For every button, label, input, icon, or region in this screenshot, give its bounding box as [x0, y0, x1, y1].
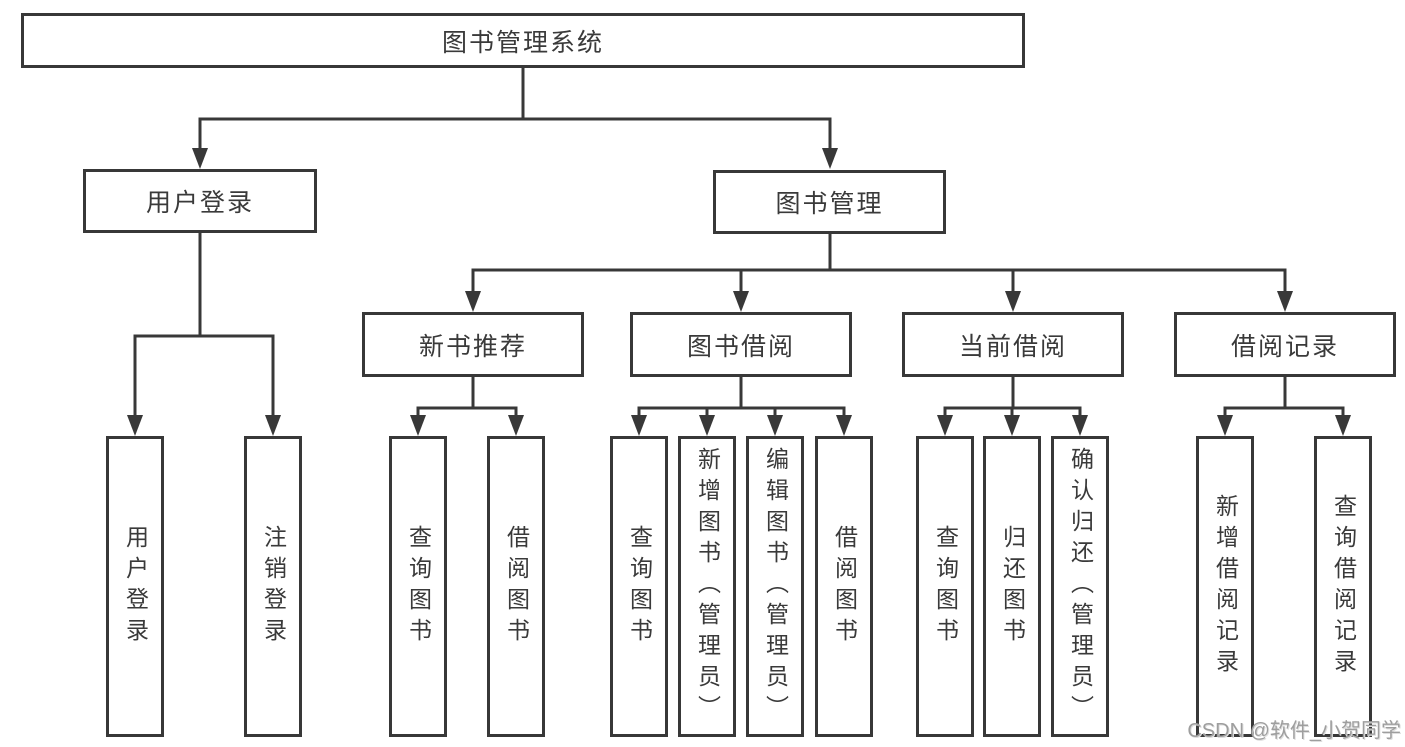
node-library-system-label: 图书管理系统 [441, 28, 604, 57]
arrow-down-icon [410, 415, 426, 436]
node-leaf-add-borrow-record-label: 新增借阅记录 [1212, 493, 1239, 680]
node-leaf-edit-book-admin: 编辑图书（管理员） [746, 436, 804, 737]
node-leaf-borrow-books-2-label: 借阅图书 [831, 524, 858, 649]
node-leaf-query-books-3-label: 查询图书 [932, 524, 959, 649]
arrow-down-icon [265, 415, 281, 436]
node-leaf-return-books: 归还图书 [983, 436, 1041, 737]
node-user-login-label: 用户登录 [145, 189, 254, 217]
node-leaf-user-login-label: 用户登录 [122, 524, 149, 649]
node-leaf-query-books-2: 查询图书 [610, 436, 668, 737]
node-book-borrow: 图书借阅 [630, 312, 852, 377]
node-leaf-query-books-1: 查询图书 [389, 436, 447, 737]
arrow-down-icon [1217, 415, 1233, 436]
node-leaf-confirm-return-admin-label: 确认归还（管理员） [1067, 447, 1094, 726]
node-leaf-borrow-books-1-label: 借阅图书 [503, 524, 530, 649]
node-current-borrow: 当前借阅 [902, 312, 1124, 377]
node-leaf-borrow-books-2: 借阅图书 [815, 436, 873, 737]
node-borrow-records: 借阅记录 [1174, 312, 1396, 377]
node-leaf-add-book-admin-label: 新增图书（管理员） [694, 447, 721, 726]
arrow-down-icon [699, 415, 715, 436]
arrow-down-icon [508, 415, 524, 436]
node-current-borrow-label: 当前借阅 [958, 332, 1067, 361]
node-borrow-records-label: 借阅记录 [1230, 332, 1339, 361]
node-leaf-query-books-1-label: 查询图书 [405, 524, 432, 649]
node-new-book-recommend-label: 新书推荐 [418, 332, 527, 361]
arrow-down-icon [192, 148, 208, 169]
arrow-down-icon [767, 415, 783, 436]
arrow-down-icon [733, 291, 749, 312]
node-leaf-borrow-books-1: 借阅图书 [487, 436, 545, 737]
node-leaf-user-login: 用户登录 [106, 436, 164, 737]
arrow-down-icon [127, 415, 143, 436]
node-leaf-query-borrow-record: 查询借阅记录 [1314, 436, 1372, 737]
arrow-down-icon [937, 415, 953, 436]
node-book-management-label: 图书管理 [775, 190, 884, 218]
watermark: CSDN @软件_小贺同学 [1187, 720, 1401, 742]
node-new-book-recommend: 新书推荐 [362, 312, 584, 377]
arrow-down-icon [1004, 415, 1020, 436]
node-leaf-add-book-admin: 新增图书（管理员） [678, 436, 736, 737]
node-leaf-logout-label: 注销登录 [260, 524, 287, 649]
node-leaf-query-books-2-label: 查询图书 [626, 524, 653, 649]
node-library-system: 图书管理系统 [21, 13, 1025, 68]
arrow-down-icon [1005, 291, 1021, 312]
arrowheads [127, 148, 1351, 436]
node-book-management: 图书管理 [713, 170, 946, 234]
node-leaf-query-books-3: 查询图书 [916, 436, 974, 737]
node-leaf-return-books-label: 归还图书 [999, 524, 1026, 649]
node-leaf-logout: 注销登录 [244, 436, 302, 737]
arrow-down-icon [836, 415, 852, 436]
node-leaf-query-borrow-record-label: 查询借阅记录 [1330, 493, 1357, 680]
node-user-login: 用户登录 [83, 169, 317, 233]
arrow-down-icon [1277, 291, 1293, 312]
node-book-borrow-label: 图书借阅 [686, 332, 795, 361]
node-leaf-add-borrow-record: 新增借阅记录 [1196, 436, 1254, 737]
arrow-down-icon [631, 415, 647, 436]
node-leaf-confirm-return-admin: 确认归还（管理员） [1051, 436, 1109, 737]
arrow-down-icon [1335, 415, 1351, 436]
arrow-down-icon [822, 148, 838, 169]
node-leaf-edit-book-admin-label: 编辑图书（管理员） [762, 447, 789, 726]
arrow-down-icon [1072, 415, 1088, 436]
arrow-down-icon [465, 291, 481, 312]
